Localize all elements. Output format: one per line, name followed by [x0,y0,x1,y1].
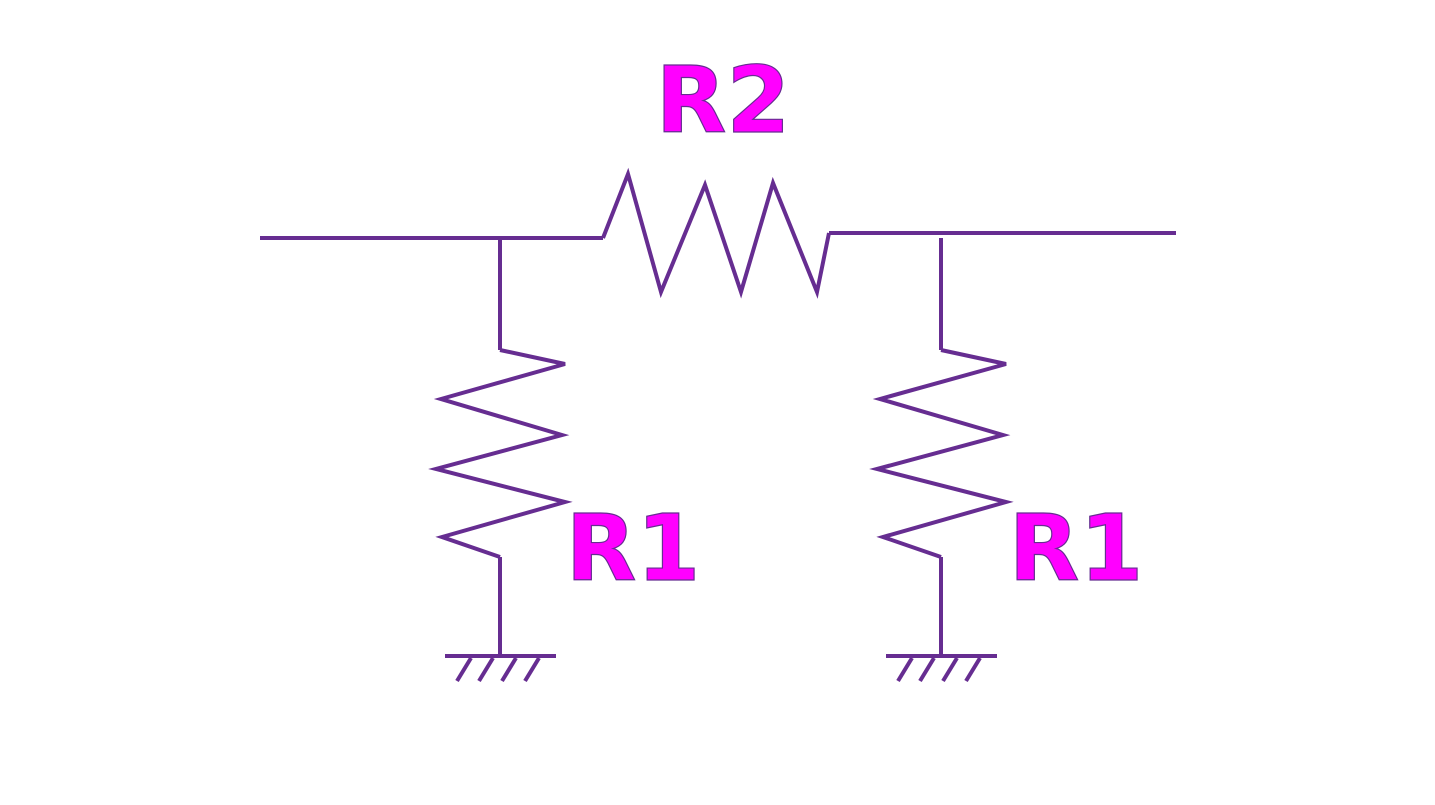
right-shunt-resistor-r1 [869,348,1014,559]
right-r1-label: R1 [1009,495,1144,602]
right-ground-icon [886,654,997,683]
left-r1-label: R1 [566,495,701,602]
r2-label: R2 [656,47,791,154]
left-shunt-resistor-r1 [428,348,573,559]
series-resistor-r2 [601,167,831,299]
left-ground-icon [445,654,556,683]
